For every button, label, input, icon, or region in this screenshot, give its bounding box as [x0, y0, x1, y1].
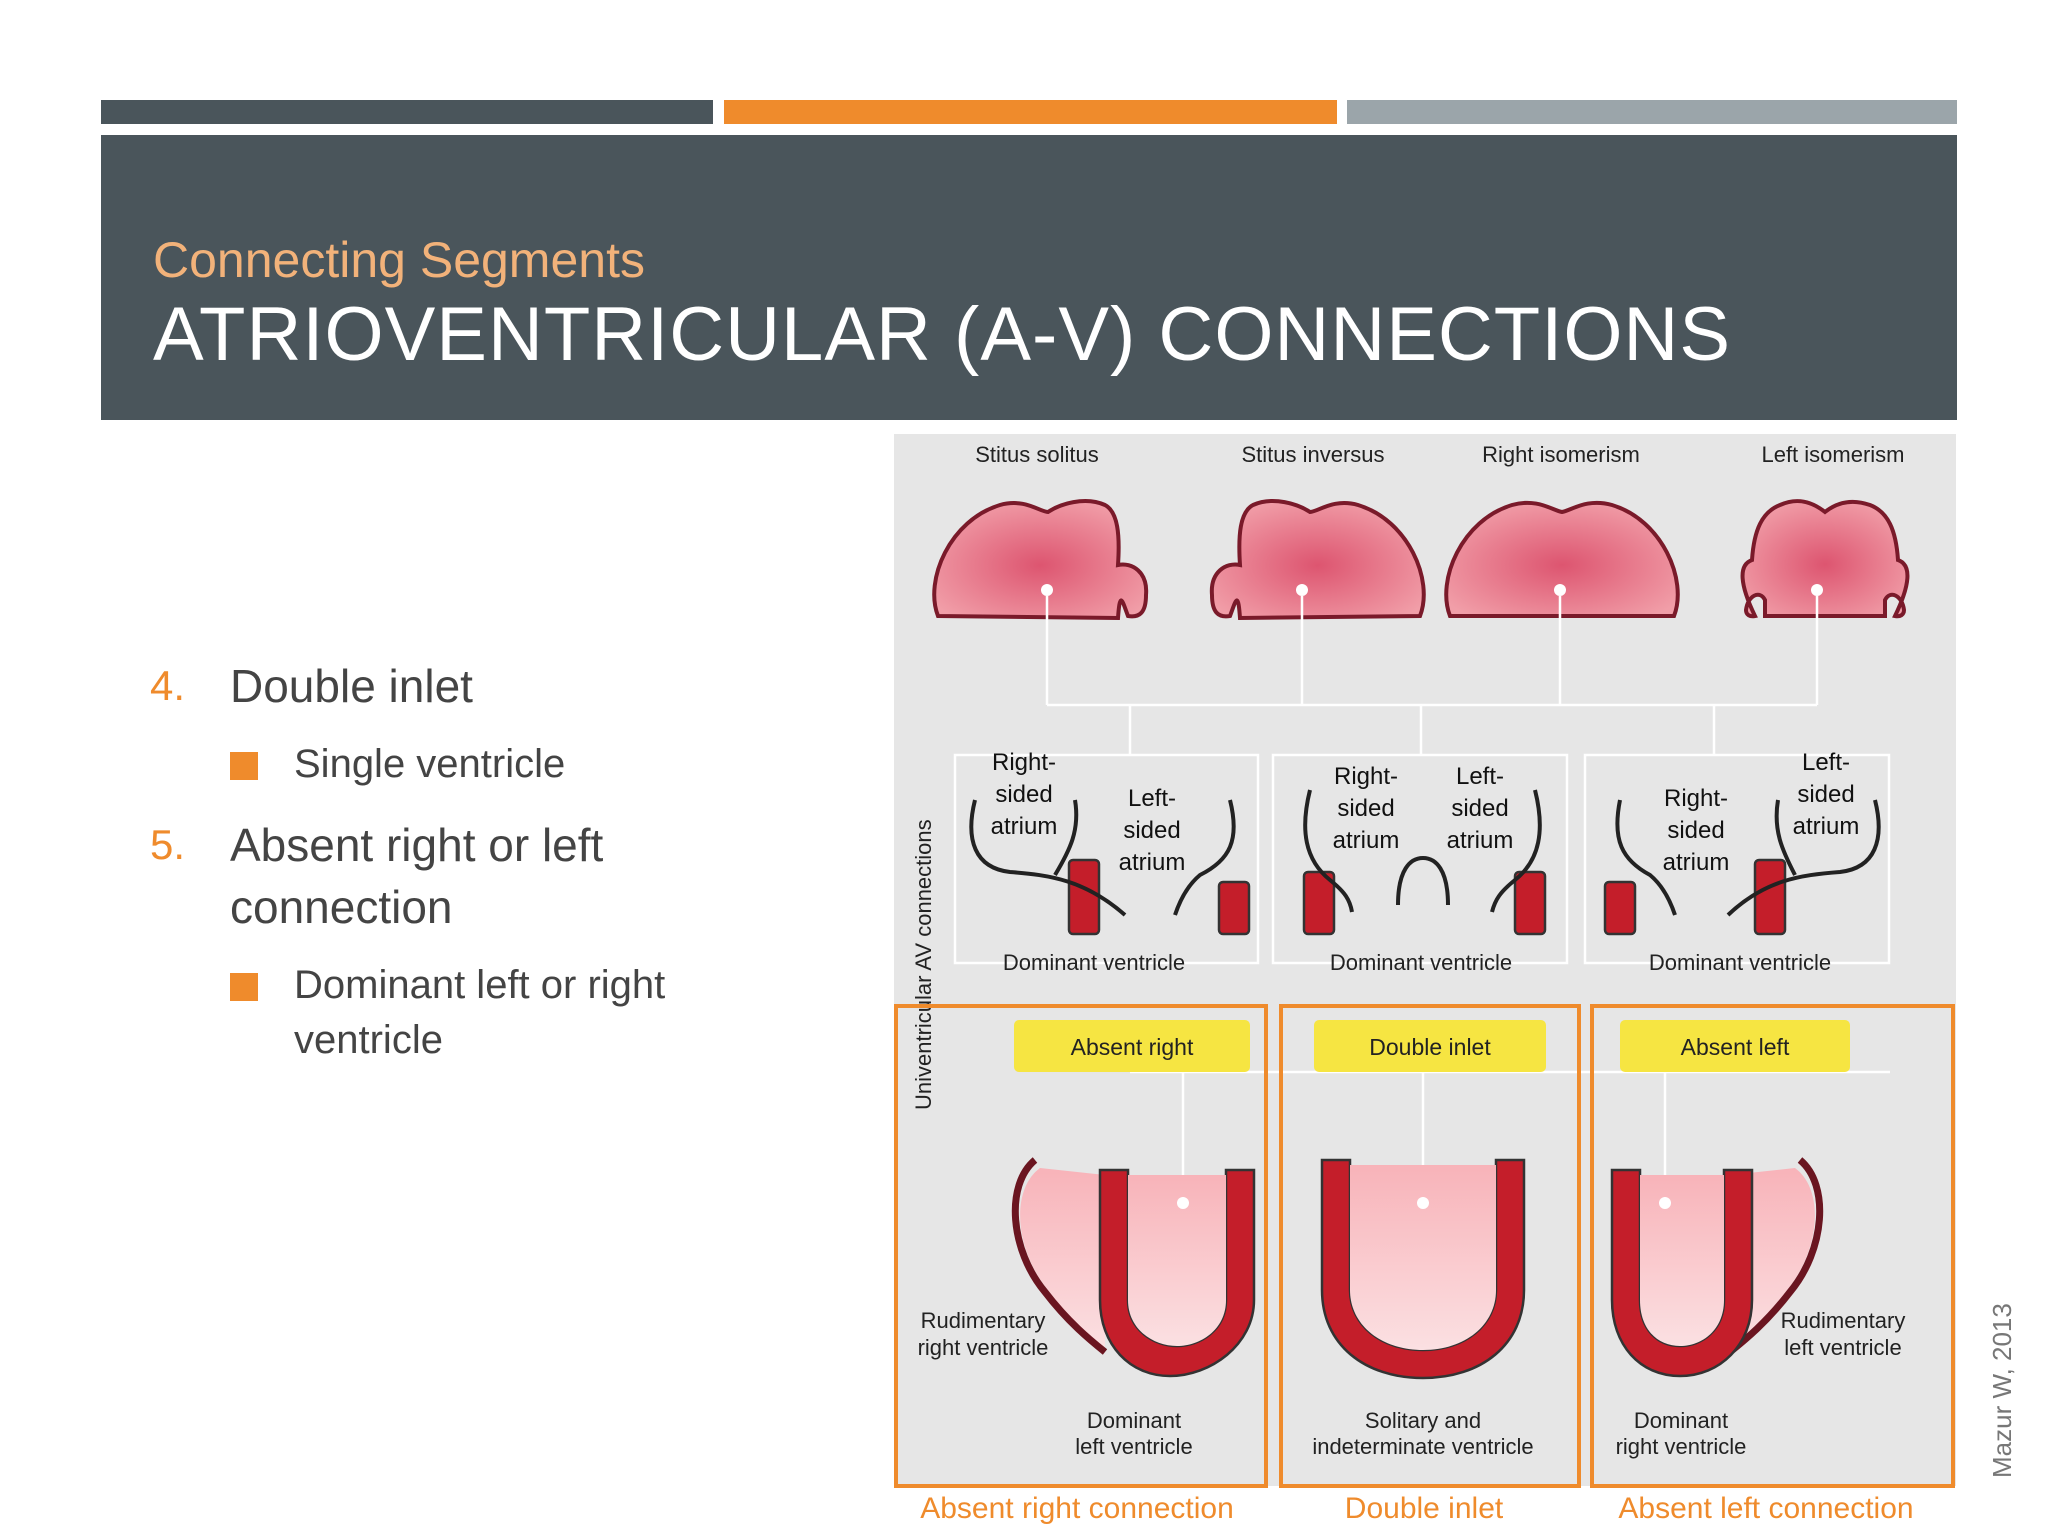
- badge-text: Absent left: [1681, 1034, 1790, 1060]
- lsa-line: atrium: [1447, 827, 1514, 854]
- ventricle-diagram-absent-left: Rudimentary left ventricle Dominant righ…: [1610, 1157, 1906, 1459]
- title-banner: Connecting Segments ATRIOVENTRICULAR (A-…: [101, 135, 1957, 420]
- atria-dot: [1554, 584, 1566, 596]
- situs-label: Stitus solitus: [975, 442, 1099, 467]
- badge-text: Absent right: [1071, 1034, 1194, 1060]
- figure-captions: Absent right connection Double inlet Abs…: [920, 1492, 1913, 1525]
- caption: Absent right connection: [920, 1492, 1234, 1525]
- slide-title: ATRIOVENTRICULAR (A-V) CONNECTIONS: [153, 292, 1732, 377]
- dominant-ventricle-label: Dominant ventricle: [1330, 950, 1512, 975]
- item-text: Absent right or left connection: [230, 819, 604, 933]
- connector-lines: [953, 596, 1891, 1200]
- rsa-line: Right-: [992, 749, 1056, 776]
- bottom-panel-double-inlet: [1279, 1004, 1581, 1488]
- bullet-list: 4. Double inlet Single ventricle 5. Abse…: [150, 655, 790, 1090]
- rsa-line: atrium: [1663, 849, 1730, 876]
- lsa-line: Left-: [1456, 763, 1504, 790]
- slide-subtitle: Connecting Segments: [153, 232, 645, 288]
- rudimentary-label: right ventricle: [918, 1335, 1049, 1360]
- lsa-line: Left-: [1802, 749, 1850, 776]
- atria-shape-left-isomerism: [1740, 499, 1910, 619]
- top-bar-gray: [1347, 100, 1957, 124]
- situs-label: Right isomerism: [1482, 442, 1640, 467]
- item-text: Double inlet: [230, 660, 473, 712]
- caption: Double inlet: [1345, 1492, 1504, 1525]
- valve-panel-3: Right- sided atrium Left- sided atrium D…: [1603, 749, 1881, 975]
- rsa-line: atrium: [991, 813, 1058, 840]
- lsa-line: sided: [1123, 817, 1180, 844]
- situs-label: Stitus inversus: [1241, 442, 1384, 467]
- rsa-line: atrium: [1333, 827, 1400, 854]
- rudimentary-label: left ventricle: [1784, 1335, 1901, 1360]
- top-bar-dark: [101, 100, 713, 124]
- atria-dot: [1296, 584, 1308, 596]
- rudimentary-label: Rudimentary: [921, 1308, 1046, 1333]
- dominant-label: left ventricle: [1075, 1434, 1192, 1459]
- atria-dot: [1041, 584, 1053, 596]
- valve-panel-2: Right- sided atrium Left- sided atrium D…: [1302, 763, 1547, 975]
- ventricle-diagram-absent-right: Rudimentary right ventricle Dominant lef…: [918, 1157, 1256, 1459]
- dominant-ventricle-label: Dominant ventricle: [1649, 950, 1831, 975]
- valve-panel-1: Right- sided atrium Left- sided atrium D…: [969, 749, 1251, 975]
- side-label: Univentricular AV connections: [911, 819, 936, 1110]
- item-number: 5.: [150, 821, 186, 868]
- image-credit: Mazur W, 2013: [1987, 1303, 2017, 1478]
- dominant-label: Dominant: [1087, 1408, 1181, 1433]
- rsa-line: sided: [995, 781, 1052, 808]
- sub-item-text: Dominant left or right ventricle: [294, 963, 666, 1062]
- rsa-line: sided: [1667, 817, 1724, 844]
- list-item: 4. Double inlet: [150, 655, 790, 717]
- badge-text: Double inlet: [1369, 1034, 1491, 1060]
- dominant-label: Dominant: [1634, 1408, 1728, 1433]
- sub-item-text: Single ventricle: [294, 742, 566, 786]
- dominant-label: indeterminate ventricle: [1312, 1434, 1533, 1459]
- bullet-square-icon: [230, 752, 258, 780]
- badge-absent-right: [1014, 1020, 1250, 1072]
- ventricle-diagram-double-inlet: Solitary and indeterminate ventricle: [1312, 1158, 1534, 1459]
- caption: Absent left connection: [1618, 1492, 1913, 1525]
- rsa-line: sided: [1337, 795, 1394, 822]
- item-number: 4.: [150, 662, 186, 709]
- dominant-ventricle-label: Dominant ventricle: [1003, 950, 1185, 975]
- bullet-square-icon: [230, 973, 258, 1001]
- lsa-line: Left-: [1128, 785, 1176, 812]
- lsa-line: sided: [1797, 781, 1854, 808]
- badge-absent-left: [1620, 1020, 1850, 1072]
- list-item: 5. Absent right or left connection: [150, 814, 790, 938]
- bottom-panel-absent-right: [894, 1004, 1268, 1488]
- atria-shape-right-isomerism: [1444, 500, 1680, 618]
- rudimentary-label: Rudimentary: [1781, 1308, 1906, 1333]
- dominant-label: right ventricle: [1616, 1434, 1747, 1459]
- top-bar-orange: [724, 100, 1337, 124]
- dominant-label: Solitary and: [1365, 1408, 1481, 1433]
- sub-item: Single ventricle: [150, 737, 790, 792]
- rsa-line: Right-: [1664, 785, 1728, 812]
- av-connections-diagram: Stitus solitus Stitus inversus Right iso…: [894, 434, 1956, 1488]
- lsa-line: sided: [1451, 795, 1508, 822]
- lsa-line: atrium: [1793, 813, 1860, 840]
- badge-double-inlet: [1314, 1020, 1546, 1072]
- situs-label: Left isomerism: [1761, 442, 1904, 467]
- sub-item: Dominant left or right ventricle: [150, 958, 790, 1068]
- bottom-panel-absent-left: [1590, 1004, 1955, 1488]
- atria-shape-solitus: [932, 499, 1149, 621]
- rsa-line: Right-: [1334, 763, 1398, 790]
- atria-shape-inversus: [1209, 499, 1426, 621]
- atria-dot: [1811, 584, 1823, 596]
- lsa-line: atrium: [1119, 849, 1186, 876]
